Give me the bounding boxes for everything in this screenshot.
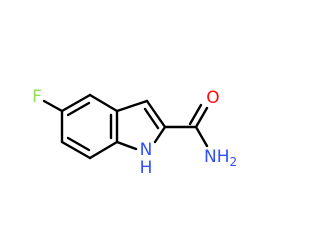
bond-c5-f	[42, 99, 64, 113]
amide-nitrogen-symbol: NH	[204, 147, 230, 167]
bond-carbonyl-nitrogen	[194, 125, 209, 148]
molecule-structure: F O NH2 N H	[32, 87, 237, 178]
bond-c2-n1	[153, 125, 167, 144]
bond-c6-c7	[60, 140, 92, 160]
bond-n1-c7a	[115, 140, 138, 151]
bond-c3-c2-inner	[143, 107, 160, 130]
bond-lines	[42, 93, 209, 160]
bond-carbonyl-oxygen-double	[188, 103, 203, 126]
bond-carbonyl-oxygen	[194, 106, 209, 129]
fluorine-atom-label: F	[32, 87, 42, 107]
bond-c7-c7a	[88, 140, 119, 160]
bond-c4-c5	[60, 93, 92, 113]
amide-nitrogen-subscript: 2	[230, 155, 238, 169]
bond-c4-c5-inner	[66, 101, 91, 117]
ring-nitrogen-hydrogen-label: H	[140, 158, 153, 178]
bond-c3a-c3	[115, 99, 149, 113]
amide-nitrogen-label: NH2	[204, 147, 237, 169]
bond-c3-c2	[145, 99, 167, 129]
oxygen-atom-label: O	[206, 88, 219, 108]
bond-c6-c7-inner	[66, 136, 91, 152]
bond-c3a-c4	[88, 93, 119, 113]
ring-nitrogen-label: N	[140, 140, 153, 160]
